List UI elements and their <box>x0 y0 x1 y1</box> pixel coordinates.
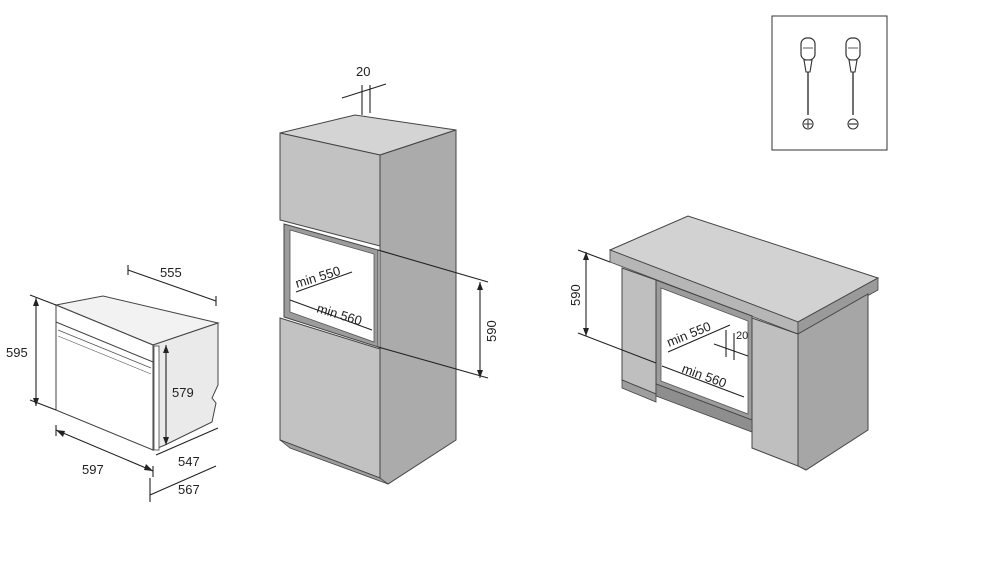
counter-right-panel <box>751 317 799 467</box>
counter-niche-height-label: 590 <box>568 284 583 306</box>
tall-upper-front <box>279 132 381 247</box>
oven-depth-label: 555 <box>160 265 182 280</box>
tall-gap-label: 20 <box>356 64 370 79</box>
oven-inner-height-label: 579 <box>172 385 194 400</box>
counter-gap-label: 20 <box>736 330 748 342</box>
tools-box <box>771 15 888 151</box>
oven-height-label: 595 <box>6 345 28 360</box>
tall-side <box>379 129 457 485</box>
oven-width-label: 597 <box>82 462 104 477</box>
under-counter-drawing: 590 min 550 20 min 560 <box>568 215 880 471</box>
tall-cabinet-drawing: 20 min 550 min 560 590 <box>279 64 499 485</box>
oven-depth-567-label: 567 <box>178 482 200 497</box>
tall-niche-height-label: 590 <box>484 320 499 342</box>
oven-drawing: 555 595 579 597 547 567 <box>6 265 220 502</box>
counter-left-panel <box>621 267 657 395</box>
oven-control-panel <box>55 304 154 363</box>
flat-screwdriver-icon <box>845 37 861 130</box>
oven-depth-547-label: 547 <box>178 454 200 469</box>
phillips-screwdriver-icon <box>800 37 816 130</box>
